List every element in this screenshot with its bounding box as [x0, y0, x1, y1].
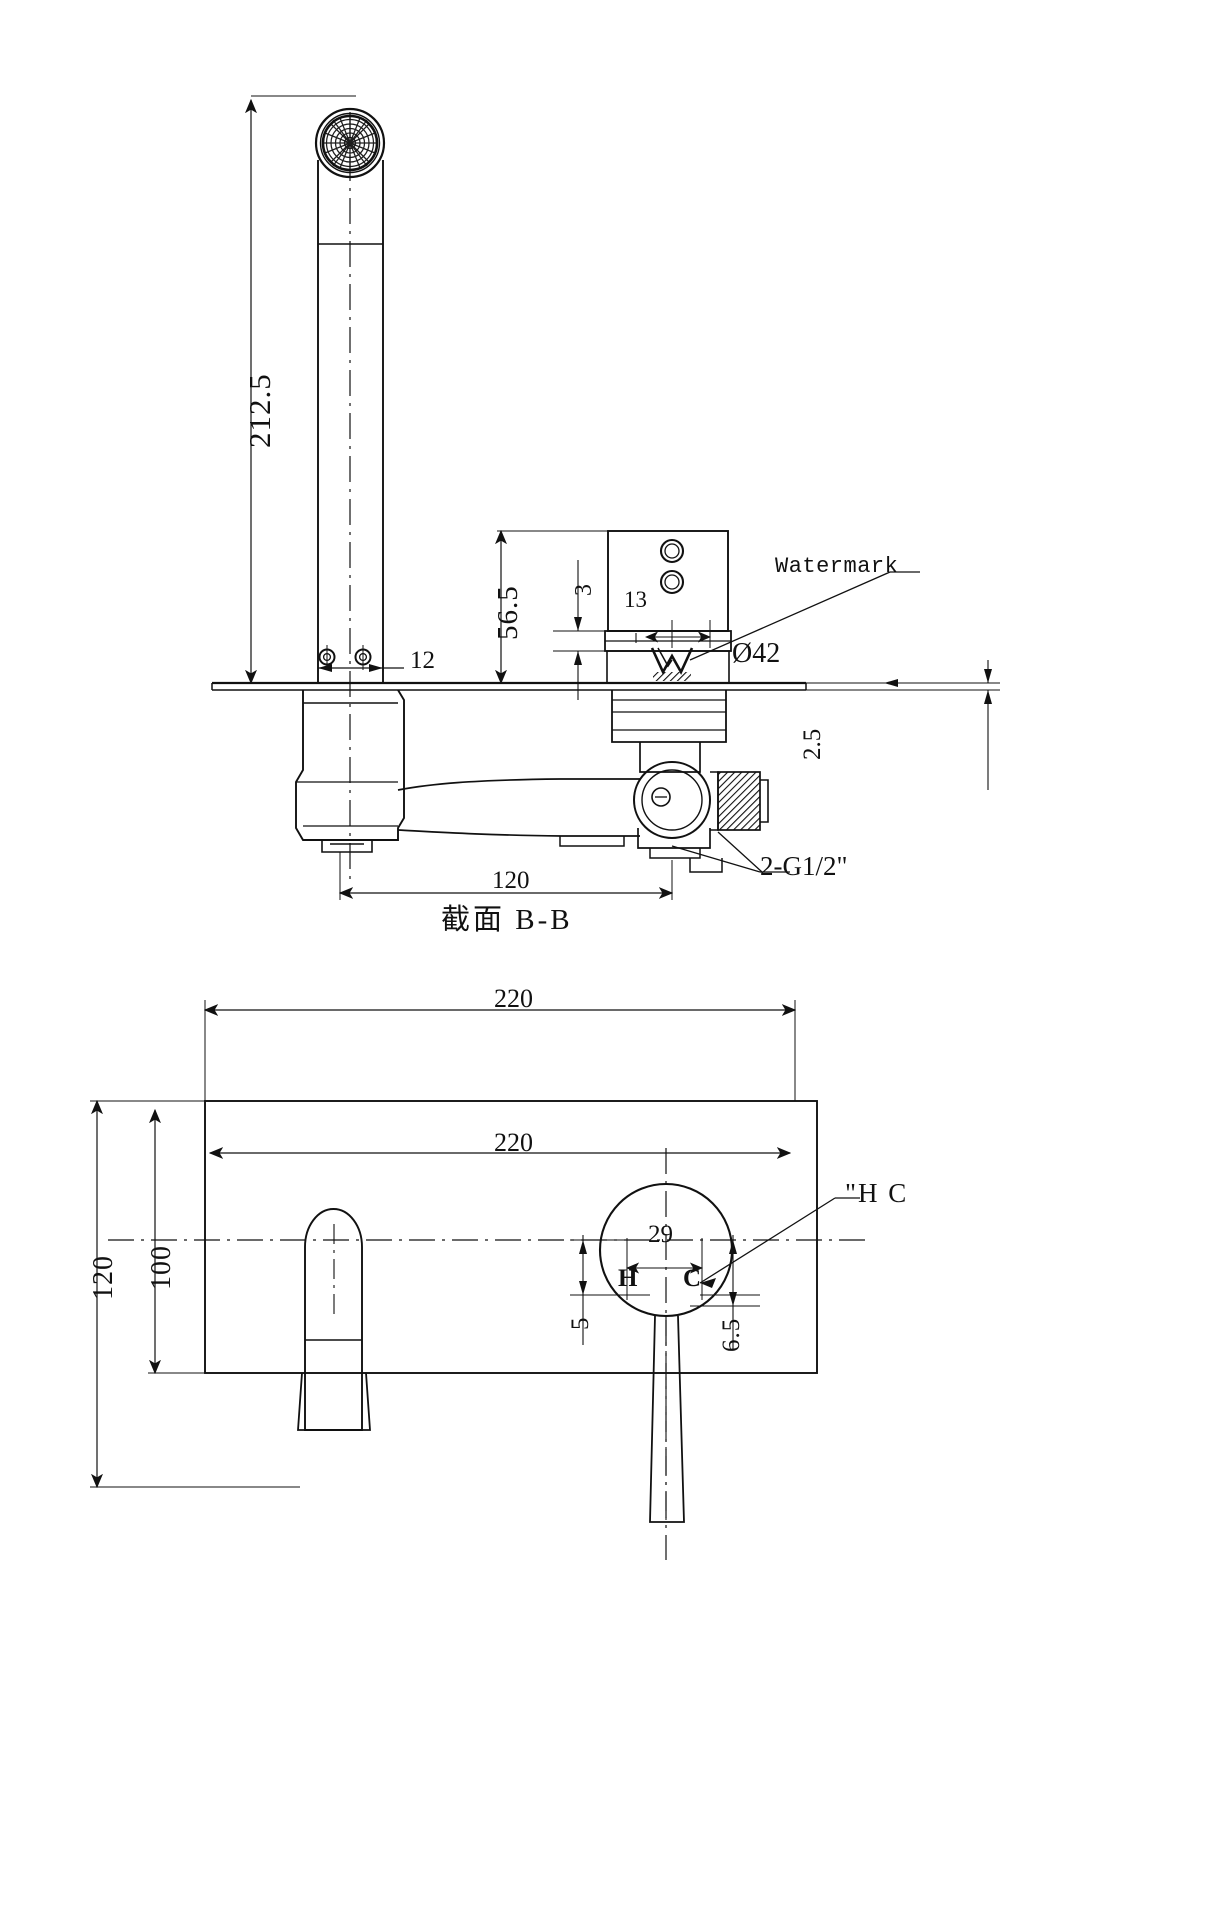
- dim-cover-diameter: Ø42: [732, 638, 781, 669]
- handle-hc-label: "H C: [845, 1178, 909, 1208]
- dim-cartridge-offset: 13: [624, 587, 647, 612]
- dim-plate-length-inner: 220: [494, 1128, 533, 1157]
- dim-valve-height: 56.5: [492, 585, 524, 640]
- dim-plate-thickness: 2.5: [799, 728, 826, 760]
- dim-spout-width: 12: [410, 647, 435, 674]
- dim-handle-offset-right: 6.5: [718, 1317, 745, 1352]
- dim-center-distance: 120: [492, 867, 530, 894]
- dim-plate-length-outer: 220: [494, 984, 533, 1013]
- dim-spout-height: 212.5: [242, 373, 277, 448]
- hot-marker: H: [618, 1265, 638, 1292]
- dim-plate-height-outer: 120: [88, 1255, 119, 1300]
- thread-label: 2-G1/2": [760, 851, 848, 881]
- dim-plate-height-inner: 100: [146, 1245, 177, 1290]
- dim-handle-width: 29: [648, 1221, 673, 1248]
- cold-marker: C: [683, 1265, 702, 1292]
- section-label: 截面 B-B: [441, 904, 573, 936]
- dim-handle-offset-left: 5: [567, 1317, 594, 1331]
- watermark-label: Watermark: [775, 554, 899, 579]
- dim-plate-step: 3: [571, 584, 597, 596]
